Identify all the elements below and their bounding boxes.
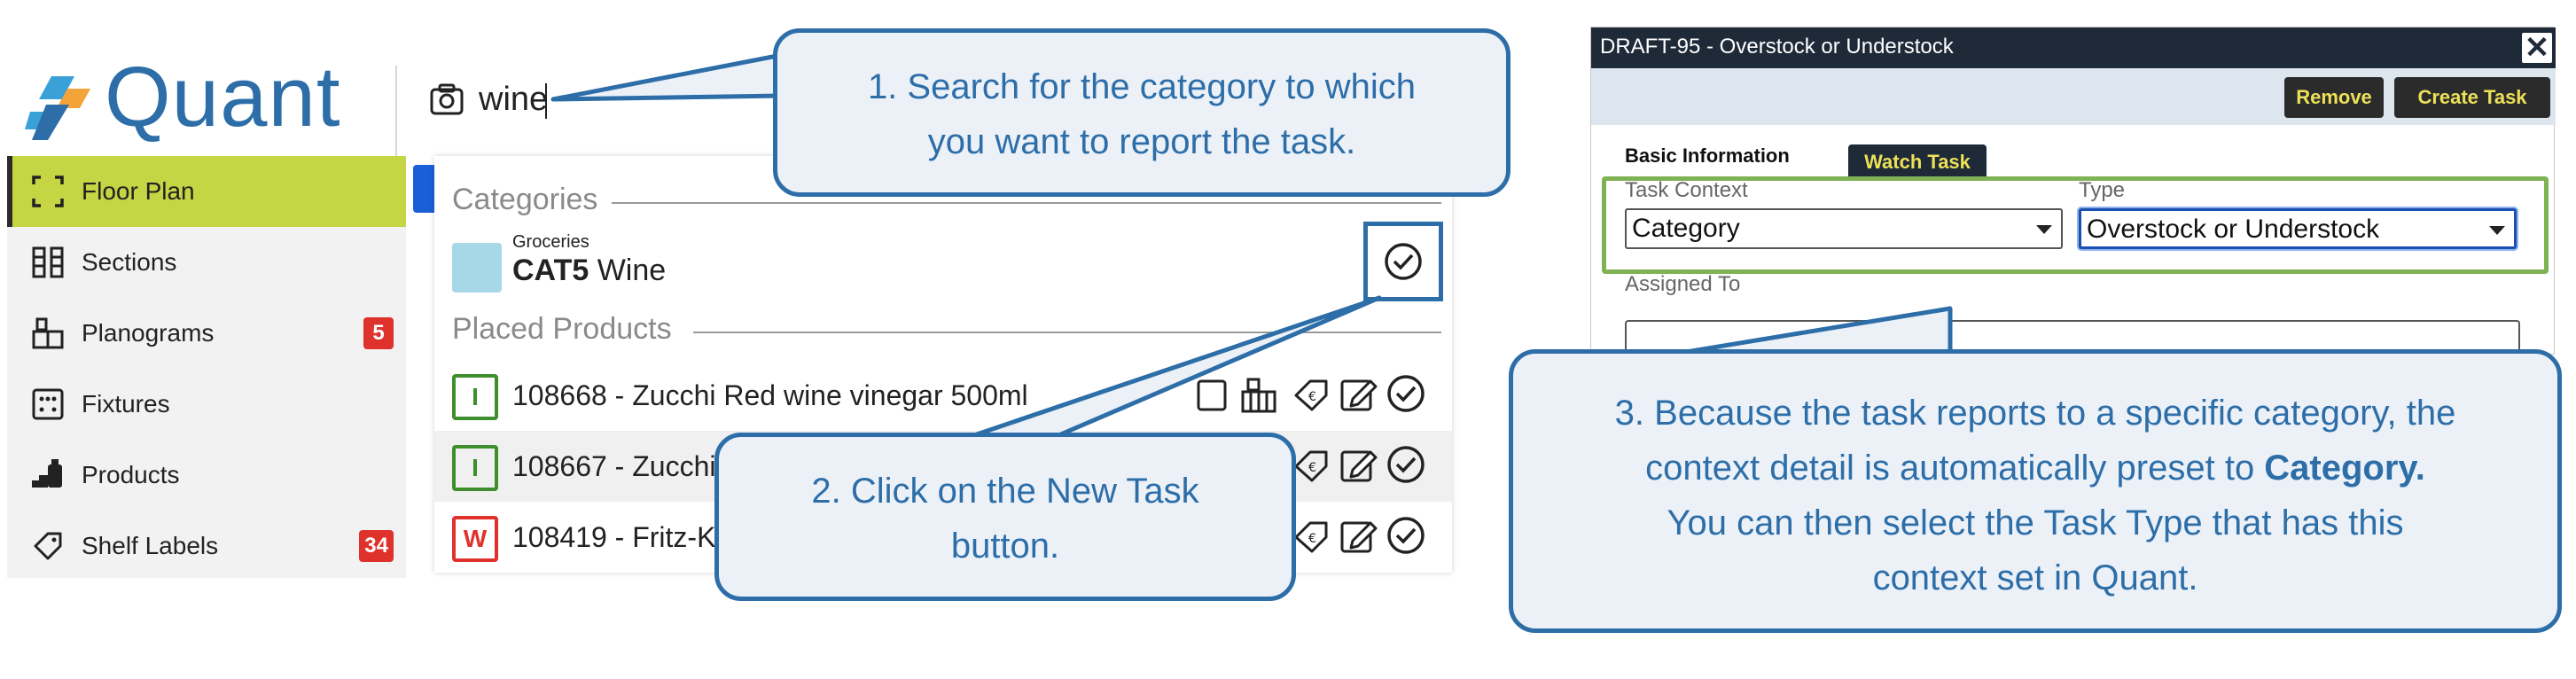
- category-code: CAT5: [512, 254, 589, 287]
- callout-step-2: 2. Click on the New Task button.: [714, 433, 1296, 601]
- svg-text:€: €: [1308, 390, 1316, 404]
- callout-text: 1. Search for the category to which: [867, 67, 1417, 106]
- fixture-icon[interactable]: [1239, 374, 1280, 415]
- quant-logo-icon: [25, 76, 90, 140]
- svg-text:€: €: [1308, 461, 1316, 475]
- sidebar-item-shelf-labels[interactable]: Shelf Labels 34: [7, 511, 406, 581]
- sections-icon: [32, 246, 64, 278]
- placed-products-heading: Placed Products: [452, 312, 672, 346]
- new-task-icon[interactable]: [1386, 374, 1427, 415]
- task-dialog: DRAFT-95 - Overstock or Understock ✕ Rem…: [1590, 27, 2556, 355]
- svg-text:€: €: [1308, 532, 1316, 546]
- category-result[interactable]: CAT5 Wine: [512, 254, 666, 288]
- product-label: 108419 - Fritz-K: [512, 521, 716, 553]
- callout-step-1: 1. Search for the category to which you …: [773, 28, 1510, 197]
- callout-2-pointer: [969, 295, 1382, 439]
- planograms-icon: [32, 317, 64, 349]
- header-divider: [395, 66, 397, 156]
- sidebar-item-label: Floor Plan: [82, 177, 195, 205]
- new-task-icon[interactable]: [1386, 516, 1427, 557]
- label-icon[interactable]: €: [1291, 374, 1331, 415]
- sidebar-item-label: Planograms: [82, 319, 215, 347]
- callout-text-line: context detail is automatically preset t…: [1513, 441, 2557, 496]
- brand-name: Quant: [105, 50, 341, 144]
- category-name: Wine: [597, 254, 667, 287]
- task-context-value: Category: [1632, 214, 1740, 243]
- sidebar-item-label: Shelf Labels: [82, 532, 219, 559]
- watch-task-button[interactable]: Watch Task: [1848, 144, 1987, 180]
- edit-icon[interactable]: [1339, 516, 1379, 557]
- callout-text: you want to report the task.: [927, 122, 1356, 161]
- chevron-down-icon: [2036, 225, 2052, 234]
- sidebar-item-sections[interactable]: Sections: [7, 227, 406, 298]
- task-context-select[interactable]: Category: [1625, 208, 2063, 249]
- callout-text: 2. Click on the New Task: [811, 472, 1199, 511]
- sidebar-item-floor-plan[interactable]: Floor Plan: [7, 156, 406, 227]
- product-row-actions: €: [1193, 374, 1450, 418]
- category-color-swatch: [452, 243, 502, 293]
- product-label: 108667 - Zucchi: [512, 450, 716, 482]
- callout-text: context set in Quant.: [1872, 558, 2198, 597]
- product-status-tag: W: [452, 516, 498, 562]
- callout-text: 3. Because the task reports to a specifi…: [1614, 394, 2456, 433]
- floor-plan-icon: [32, 176, 64, 207]
- callout-text: context detail is automatically preset t…: [1645, 449, 2265, 488]
- section-heading: Basic Information: [1625, 144, 1790, 167]
- label-icon[interactable]: €: [1291, 445, 1331, 486]
- category-parent: Groceries: [512, 232, 589, 252]
- products-divider: [693, 332, 1441, 333]
- new-task-button[interactable]: [1363, 222, 1443, 301]
- callout-1-pointer: [550, 52, 785, 102]
- shelf-labels-count-badge: 34: [359, 530, 394, 562]
- text-caret: [545, 83, 547, 119]
- sidebar-item-planograms[interactable]: Planograms 5: [7, 298, 406, 369]
- label-icon[interactable]: €: [1291, 516, 1331, 557]
- type-select[interactable]: Overstock or Understock: [2079, 208, 2517, 249]
- dialog-titlebar: DRAFT-95 - Overstock or Understock ✕: [1591, 27, 2556, 68]
- search-input[interactable]: wine: [479, 81, 549, 118]
- chevron-down-icon: [2489, 226, 2505, 235]
- product-status-tag: I: [452, 445, 498, 491]
- sidebar-item-label: Products: [82, 461, 180, 488]
- fixtures-icon: [32, 388, 64, 420]
- create-task-button[interactable]: Create Task: [2394, 77, 2550, 118]
- remove-button[interactable]: Remove: [2284, 77, 2384, 118]
- callout-emphasis: Category.: [2264, 449, 2425, 488]
- assigned-to-label: Assigned To: [1625, 272, 1741, 296]
- callout-text: You can then select the Task Type that h…: [1667, 503, 2404, 542]
- task-context-label: Task Context: [1625, 178, 1748, 202]
- products-icon: [32, 459, 62, 488]
- product-row[interactable]: W 108419 - Fritz-K €: [434, 502, 1452, 573]
- placement-icon[interactable]: [1193, 374, 1234, 415]
- sidebar-item-fixtures[interactable]: Fixtures: [7, 369, 406, 440]
- sidebar-item-label: Sections: [82, 248, 177, 276]
- edit-icon[interactable]: [1339, 374, 1379, 415]
- new-task-icon: [1385, 243, 1422, 280]
- shelf-labels-icon: [34, 532, 62, 560]
- dialog-toolbar: Remove Create Task: [1591, 68, 2556, 125]
- collapsed-tab[interactable]: [413, 165, 434, 213]
- edit-icon[interactable]: [1339, 445, 1379, 486]
- planograms-count-badge: 5: [363, 317, 394, 349]
- sidebar-item-products[interactable]: Products: [7, 440, 406, 511]
- product-row[interactable]: I 108668 - Zucchi Red wine vinegar 500ml…: [434, 360, 1452, 431]
- type-value: Overstock or Understock: [2087, 215, 2380, 244]
- categories-heading: Categories: [452, 183, 598, 216]
- type-label: Type: [2079, 178, 2126, 202]
- sidebar-item-label: Fixtures: [82, 390, 170, 418]
- product-status-tag: I: [452, 374, 498, 420]
- camera-icon[interactable]: [429, 82, 464, 117]
- new-task-icon[interactable]: [1386, 445, 1427, 486]
- callout-3-pointer: [1678, 306, 1953, 357]
- close-icon[interactable]: ✕: [2520, 31, 2554, 65]
- dialog-title: DRAFT-95 - Overstock or Understock: [1600, 35, 1954, 59]
- product-label: 108668 - Zucchi Red wine vinegar 500ml: [512, 379, 1028, 411]
- context-highlight: [1602, 176, 2549, 274]
- callout-text: button.: [950, 527, 1060, 566]
- sidebar: Floor Plan Sections Planograms 5 Fixture…: [7, 156, 406, 578]
- callout-step-3: 3. Because the task reports to a specifi…: [1509, 349, 2562, 633]
- categories-divider: [612, 202, 1441, 204]
